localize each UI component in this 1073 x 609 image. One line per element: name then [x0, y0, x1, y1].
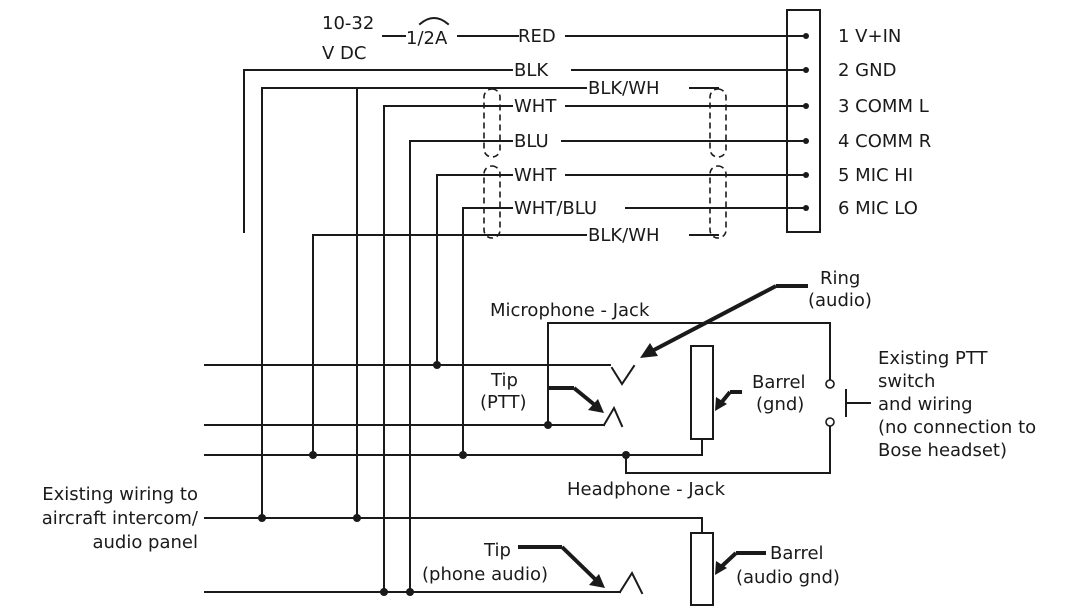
- ptt-line-1: Existing PTT: [878, 348, 989, 369]
- phone-barrel-label: Barrel: [770, 543, 824, 564]
- existing-wiring-line-2: aircraft intercom/: [42, 508, 199, 529]
- mic-tip-arrow-head: [588, 399, 604, 413]
- pin-dot-1: [803, 33, 809, 39]
- existing-wires: [204, 364, 691, 593]
- phone-tip-label-sub: (phone audio): [422, 564, 548, 585]
- ptt-line-2: switch: [878, 371, 935, 392]
- mic-tip-label: Tip: [490, 370, 518, 391]
- junction-blk-wh-top: [258, 514, 266, 522]
- mic-tip-arrow-shaft-b: [572, 386, 598, 408]
- wire-label-blk-wh-top: BLK/WH: [588, 78, 660, 99]
- pin-dot-2: [803, 67, 809, 73]
- pin-dot-6: [803, 205, 809, 211]
- pin-label-4: 4 COMM R: [838, 131, 931, 152]
- pin-label-3: 3 COMM L: [838, 96, 929, 117]
- ptt-contact-top: [825, 379, 835, 389]
- microphone-jack: [547, 322, 831, 474]
- pin-label-6: 6 MIC LO: [838, 198, 918, 219]
- phone-barrel-arrow-head: [715, 561, 727, 575]
- mic-ring-label-sub: (audio): [808, 290, 872, 311]
- mic-barrel-label-sub: (gnd): [756, 394, 804, 415]
- connector-block: [786, 9, 821, 233]
- pin-label-1: 1 V+IN: [838, 26, 901, 47]
- ptt-description: Existing PTT switch and wiring (no conne…: [878, 348, 1036, 461]
- mic-ring-label: Ring: [820, 268, 860, 289]
- shield-loop-mic-right: [709, 165, 727, 239]
- existing-wiring-line-3: audio panel: [92, 532, 198, 553]
- existing-wiring-line-1: Existing wiring to: [42, 484, 198, 505]
- phone-barrel-arrow-shaft-b: [719, 551, 738, 569]
- mic-tip-contact: [602, 405, 624, 428]
- fuse-symbol: [418, 17, 450, 26]
- mic-ring-contact: [610, 364, 636, 386]
- harness-wires: [243, 35, 807, 593]
- phone-tip-label: Tip: [483, 540, 511, 561]
- pin-label-5: 5 MIC HI: [838, 165, 913, 186]
- shield-loop-comm-left: [483, 88, 501, 158]
- shield-loop-mic-left: [483, 165, 501, 239]
- phone-barrel-label-sub: (audio gnd): [736, 567, 840, 588]
- wire-label-blu: BLU: [514, 131, 549, 152]
- phone-tip-arrow-shaft-b: [560, 545, 598, 582]
- wire-label-red: RED: [518, 26, 556, 47]
- junction-mic-lo: [459, 451, 467, 459]
- ptt-line-3: and wiring: [878, 394, 973, 415]
- phone-barrel: [690, 532, 714, 606]
- ring-arrow-shaft-b: [651, 284, 777, 353]
- ptt-contact-bottom: [825, 417, 835, 427]
- junction-mic-hi: [433, 361, 441, 369]
- mic-barrel-label: Barrel: [752, 372, 806, 393]
- phone-tip-contact: [618, 570, 644, 595]
- mic-barrel: [690, 345, 714, 440]
- callout-arrows: [518, 284, 808, 588]
- ring-arrow-head: [640, 343, 658, 358]
- supply-voltage-unit-label: V DC: [322, 43, 366, 64]
- wire-label-wht-comm: WHT: [514, 96, 557, 117]
- mic-jack-title: Microphone - Jack: [490, 300, 650, 321]
- headphone-jack-title: Headphone - Jack: [567, 479, 726, 500]
- supply-voltage-label: 10-32: [322, 13, 374, 34]
- wire-label-blk: BLK: [514, 60, 549, 81]
- ptt-line-4: (no connection to: [878, 417, 1036, 438]
- pin-dot-3: [803, 103, 809, 109]
- wire-label-wht-blu: WHT/BLU: [514, 198, 597, 219]
- shield-loop-comm-right: [709, 88, 727, 158]
- ptt-switch: [825, 379, 871, 427]
- wire-label-wht-mic: WHT: [514, 165, 557, 186]
- mic-tip-label-sub: (PTT): [480, 392, 527, 413]
- junction-blk-wh-bottom: [309, 451, 317, 459]
- junction-comm-r: [406, 588, 414, 596]
- connector-pin-labels: 1 V+IN 2 GND 3 COMM L 4 COMM R 5 MIC HI …: [838, 26, 931, 219]
- existing-wiring-label: Existing wiring to aircraft intercom/ au…: [42, 484, 199, 553]
- pin-label-2: 2 GND: [838, 60, 896, 81]
- headphone-jack: [618, 517, 714, 606]
- junction-comm-l: [380, 588, 388, 596]
- junction-mic-barrel: [622, 451, 630, 459]
- wire-label-blk-wh-bottom: BLK/WH: [588, 225, 660, 246]
- connector-body: [786, 9, 821, 233]
- mic-barrel-arrow-head: [715, 397, 727, 411]
- phone-tip-arrow-head: [589, 574, 605, 588]
- connector-pin-dots: [803, 33, 809, 211]
- pin-dot-4: [803, 138, 809, 144]
- fuse-label: 1/2A: [406, 28, 448, 49]
- pin-dot-5: [803, 172, 809, 178]
- ptt-line-5: Bose headset): [878, 440, 1007, 461]
- junction-ptt: [544, 421, 552, 429]
